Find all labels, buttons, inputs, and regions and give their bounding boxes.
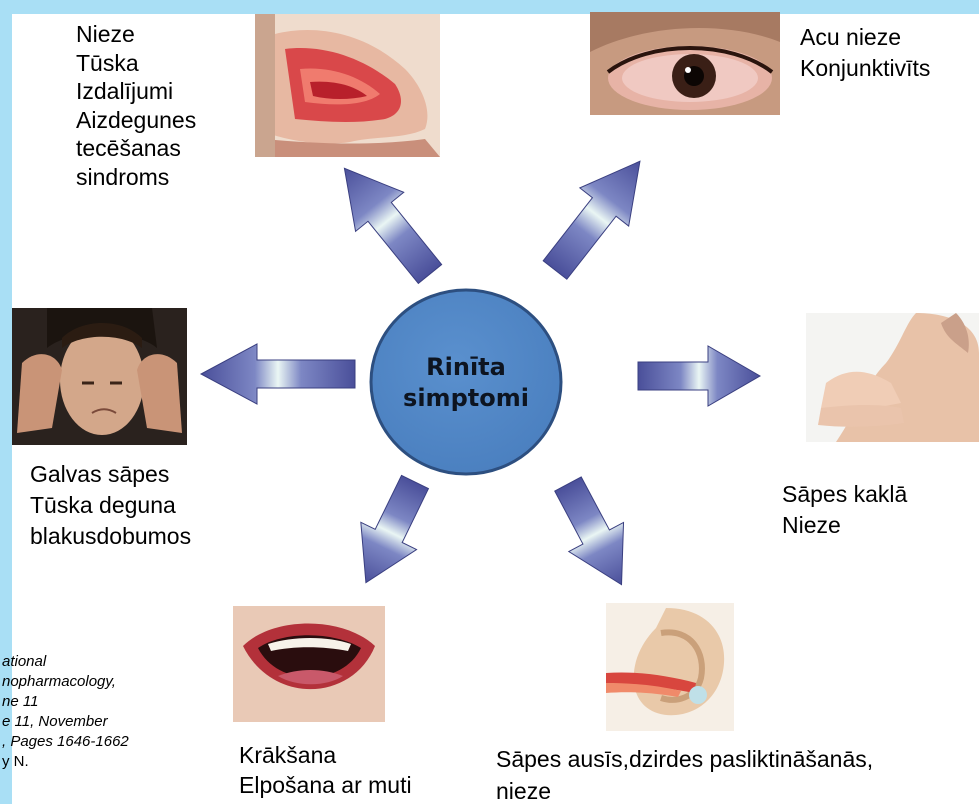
citation-line: ational	[2, 652, 129, 672]
head-symptoms: Galvas sāpes Tūska deguna blakusdobumos	[30, 459, 191, 552]
eye-symptoms: Acu nieze Konjunktivīts	[800, 22, 930, 84]
nose-symptoms: Nieze Tūska Izdalījumi Aizdegunes tecēša…	[76, 20, 196, 191]
arrow-to-ear	[541, 469, 649, 599]
center-title: Rinīta simptomi	[378, 352, 554, 414]
symptom-line: Konjunktivīts	[800, 53, 930, 84]
mouth-symptoms: Krākšana Elpošana ar muti	[239, 740, 412, 800]
arrow-to-head	[201, 344, 355, 404]
symptom-line: Acu nieze	[800, 22, 930, 53]
citation-line: nopharmacology,	[2, 672, 129, 692]
arrow-to-eye	[531, 142, 665, 289]
symptom-line: blakusdobumos	[30, 521, 191, 552]
citation-line: ne 11	[2, 692, 129, 712]
ear-symptoms: Sāpes ausīs,dzirdes pasliktināšanās, nie…	[496, 743, 873, 807]
symptom-line: sindroms	[76, 163, 196, 192]
center-title-line2: simptomi	[378, 383, 554, 414]
citation-line: e 11, November	[2, 712, 129, 732]
symptom-line: Tūska deguna	[30, 490, 191, 521]
symptom-line: Sāpes ausīs,dzirdes pasliktināšanās,	[496, 743, 873, 775]
citation-line: y N.	[2, 752, 129, 772]
center-title-line1: Rinīta	[378, 352, 554, 383]
symptom-line: Izdalījumi	[76, 77, 196, 106]
citation-line: , Pages 1646-1662	[2, 732, 129, 752]
symptom-line: Aizdegunes	[76, 106, 196, 135]
symptom-line: Tūska	[76, 49, 196, 78]
source-citation: ational nopharmacology, ne 11 e 11, Nove…	[2, 652, 129, 772]
arrow-to-nose	[320, 149, 454, 294]
symptom-line: Elpošana ar muti	[239, 770, 412, 800]
symptom-line: nieze	[496, 775, 873, 807]
symptom-line: Krākšana	[239, 740, 412, 770]
throat-symptoms: Sāpes kaklā Nieze	[782, 479, 907, 541]
symptom-line: tecēšanas	[76, 134, 196, 163]
arrow-to-throat	[638, 346, 760, 406]
symptom-line: Nieze	[782, 510, 907, 541]
arrow-to-mouth	[338, 468, 443, 596]
symptom-line: Sāpes kaklā	[782, 479, 907, 510]
symptom-line: Galvas sāpes	[30, 459, 191, 490]
symptom-line: Nieze	[76, 20, 196, 49]
